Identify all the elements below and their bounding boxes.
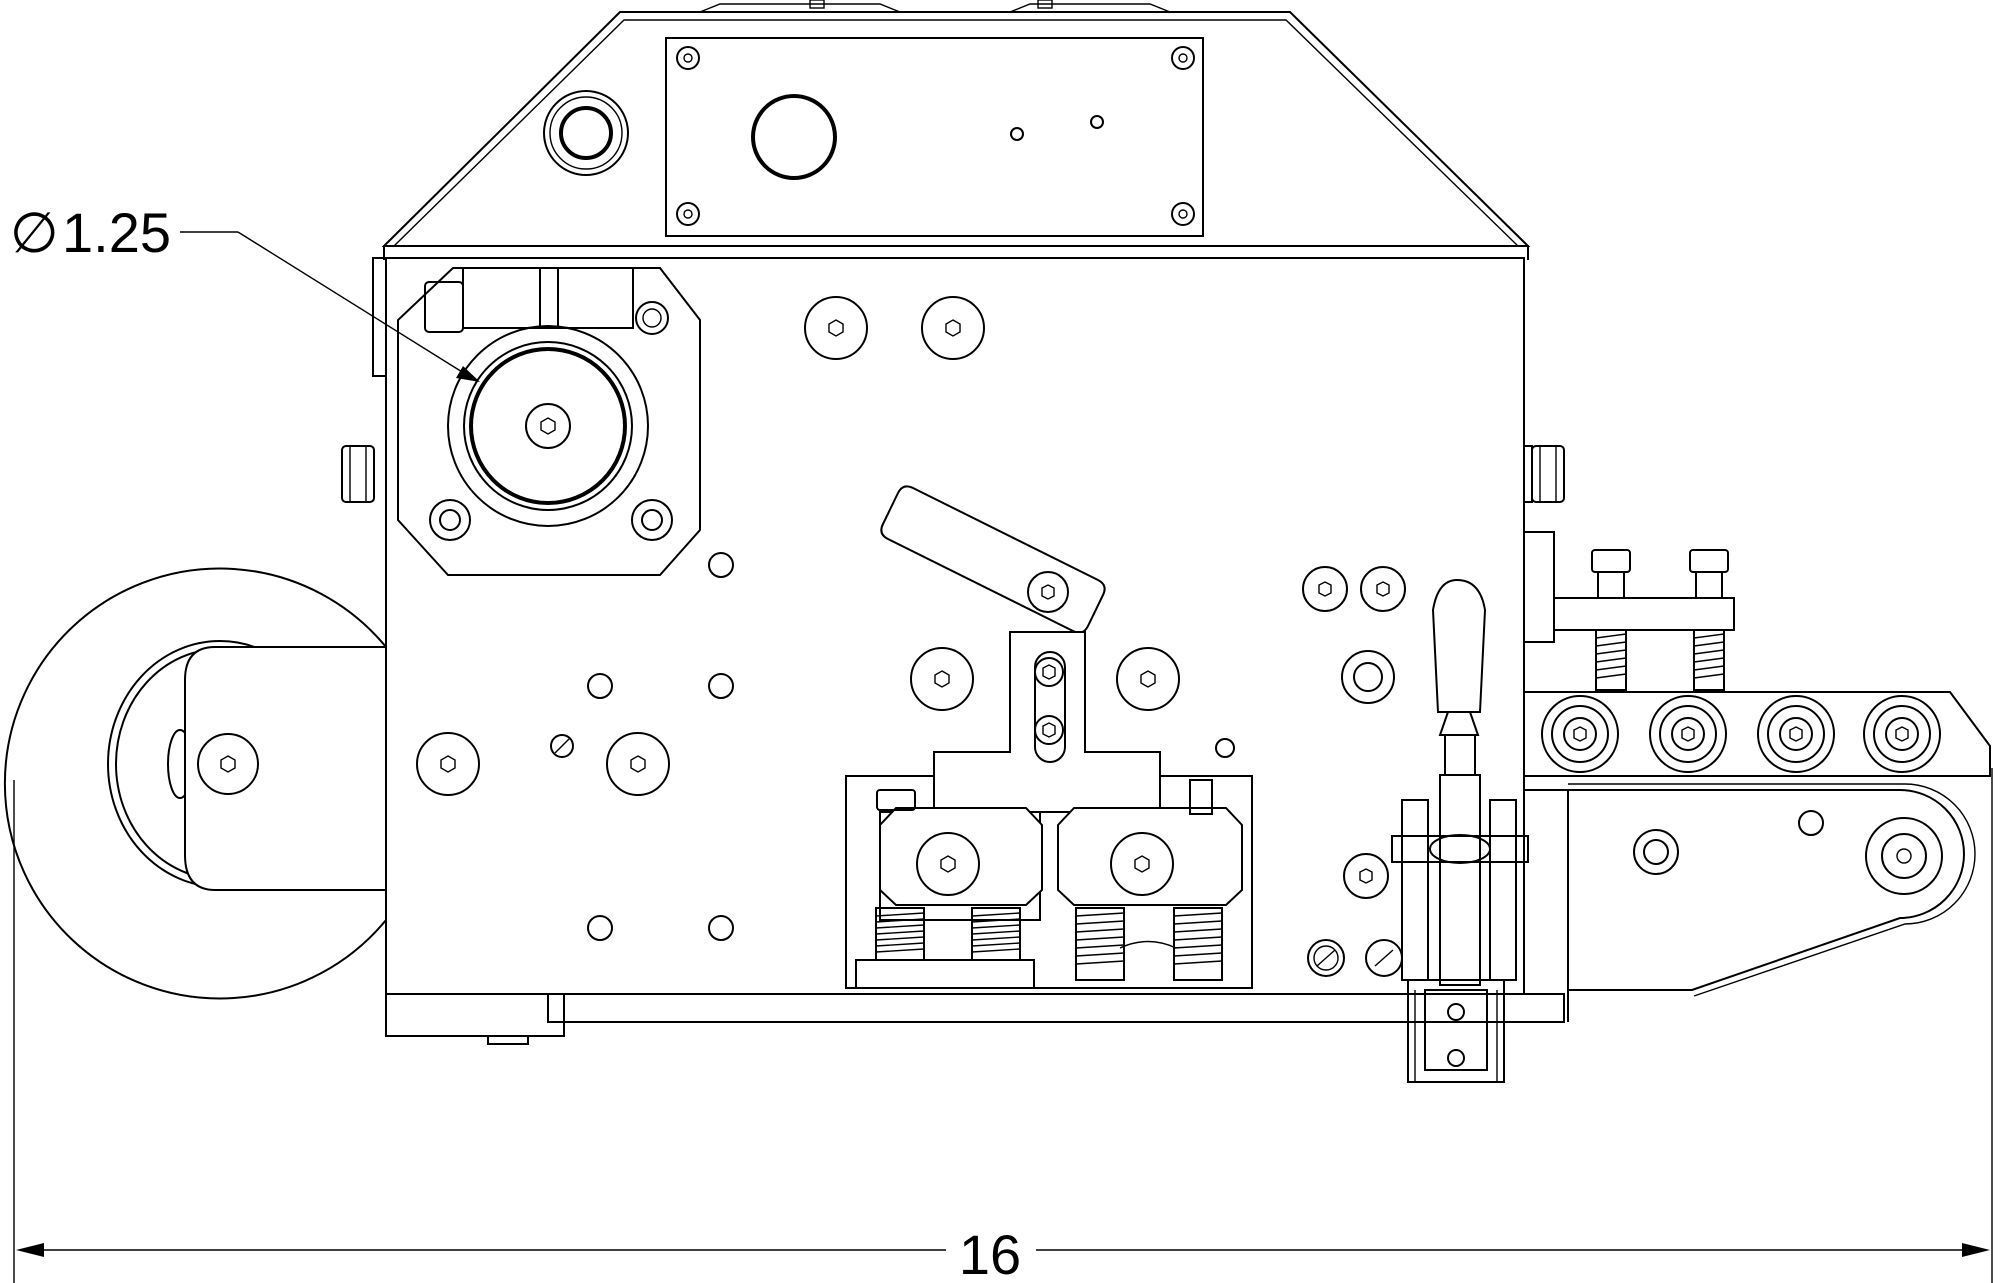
diameter-symbol: ∅ (10, 201, 59, 264)
diameter-value: 1.25 (62, 201, 171, 264)
slotted-screw (1365, 939, 1403, 977)
top-knob (543, 90, 629, 176)
angled-lever (880, 485, 1106, 634)
plate-screws (416, 296, 1406, 977)
socket-screw (910, 647, 974, 711)
socket-screw (1343, 853, 1389, 899)
socket-screw (1116, 647, 1180, 711)
socket-screw (804, 296, 868, 360)
socket-screw (606, 732, 670, 796)
spring (971, 907, 1021, 961)
slotted-screw (1307, 939, 1345, 977)
spring (875, 907, 925, 961)
socket-screw (1302, 566, 1348, 612)
socket-screw (921, 296, 985, 360)
slotted-screw (550, 734, 574, 758)
toggle-clamp (1391, 578, 1529, 1083)
cap-screw (1689, 549, 1729, 691)
socket-screw (416, 732, 480, 796)
conveyor-roller (1757, 695, 1835, 773)
bearing-housing (397, 267, 701, 576)
top-plate (665, 37, 1204, 237)
diameter-dimension: ∅ 1.25 (10, 201, 480, 382)
top-housing (381, 0, 1531, 260)
overall-length-dimension: 16 (13, 768, 1993, 1283)
spring (1075, 907, 1125, 981)
right-conveyor (1523, 531, 1991, 1022)
right-side-bolt (1523, 445, 1565, 503)
left-wheel (3, 567, 387, 1000)
conveyor-roller (1863, 695, 1941, 773)
left-side-bolt (341, 445, 375, 503)
socket-screw (1360, 566, 1406, 612)
overall-length-value: 16 (959, 1223, 1021, 1283)
conveyor-roller (1649, 695, 1727, 773)
conveyor-roller (1541, 695, 1619, 773)
roller-block (845, 631, 1253, 989)
spring (1173, 907, 1223, 981)
cap-screw (1591, 549, 1631, 691)
